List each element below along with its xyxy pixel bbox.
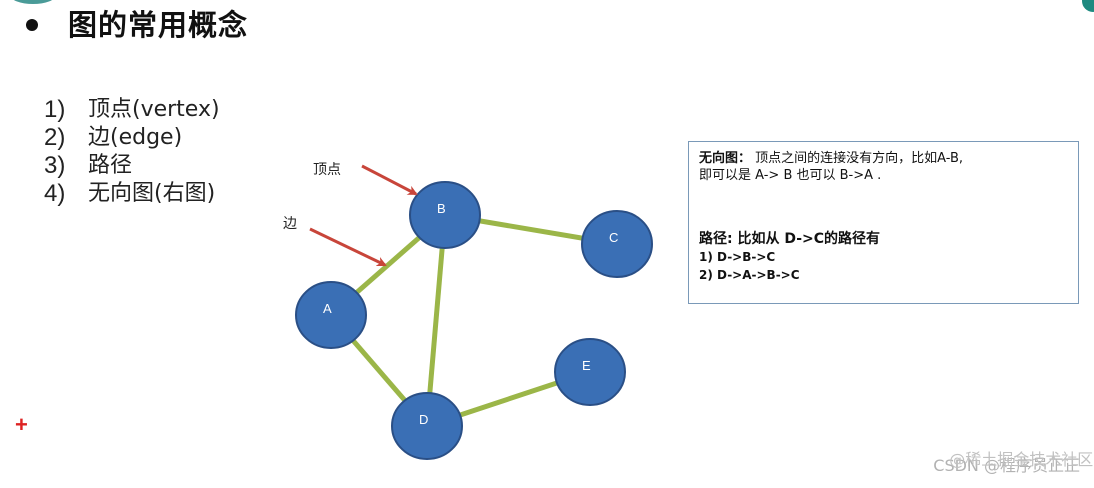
bullet-icon xyxy=(26,19,38,31)
edge-annotation: 边 xyxy=(283,216,297,232)
watermark: CSDN @程序员正正 @稀土掘金技术社区 xyxy=(933,450,1093,476)
path-heading: 路径: 比如从 D->C的路径有 xyxy=(699,231,881,247)
vertex-annotation: 顶点 xyxy=(313,162,341,178)
vertex-pointer-arrow xyxy=(361,164,418,196)
vertex-label: B xyxy=(437,201,446,216)
plus-icon: + xyxy=(15,412,28,437)
vertex-E: E xyxy=(554,338,626,406)
concept-text: 无向图(右图) xyxy=(88,181,216,206)
concept-text: 顶点(vertex) xyxy=(88,97,220,122)
vertex-label: C xyxy=(609,230,618,245)
watermark-juejin: @稀土掘金技术社区 xyxy=(949,450,1094,469)
vertex-D: D xyxy=(391,392,463,460)
decorative-circle-top-left xyxy=(10,0,56,4)
page-title: 图的常用概念 xyxy=(68,8,249,42)
path-item: 1) D->B->C xyxy=(699,250,776,264)
concept-number: 1) xyxy=(44,96,66,123)
concept-item: 3) 路径 xyxy=(44,152,220,180)
slide-header: 图的常用概念 xyxy=(26,2,248,44)
concept-number: 4) xyxy=(44,180,66,207)
edge-B-D xyxy=(424,214,448,427)
definition-term: 无向图： xyxy=(699,151,752,166)
concept-text: 路径 xyxy=(88,153,133,178)
edge-pointer-arrow xyxy=(309,227,387,267)
vertex-label: E xyxy=(582,358,591,373)
concept-list: 1) 顶点(vertex) 2) 边(edge) 3) 路径 4) 无向图(右图) xyxy=(44,96,220,208)
vertex-C: C xyxy=(581,210,653,278)
vertex-label: A xyxy=(323,301,332,316)
concept-item: 2) 边(edge) xyxy=(44,124,220,152)
undirected-definition: 无向图： 顶点之间的连接没有方向，比如A-B, xyxy=(699,150,1068,167)
info-box: 无向图： 顶点之间的连接没有方向，比如A-B, 即可以是 A-> B 也可以 B… xyxy=(688,141,1079,304)
undirected-example: 即可以是 A-> B 也可以 B->A . xyxy=(699,168,882,183)
watermark-csdn: CSDN @程序员正正 xyxy=(933,456,1080,475)
decorative-circle-top-right xyxy=(1082,0,1094,12)
concept-number: 2) xyxy=(44,124,66,151)
path-item: 2) D->A->B->C xyxy=(699,268,800,282)
concept-item: 4) 无向图(右图) xyxy=(44,180,220,208)
graph-nodes: A B C D E xyxy=(295,181,653,460)
vertex-label: D xyxy=(419,412,428,427)
vertex-A: A xyxy=(295,281,367,349)
vertex-B: B xyxy=(409,181,481,249)
concept-text: 边(edge) xyxy=(88,125,183,150)
concept-item: 1) 顶点(vertex) xyxy=(44,96,220,124)
definition-text: 顶点之间的连接没有方向，比如A-B, xyxy=(751,151,964,166)
concept-number: 3) xyxy=(44,152,66,179)
